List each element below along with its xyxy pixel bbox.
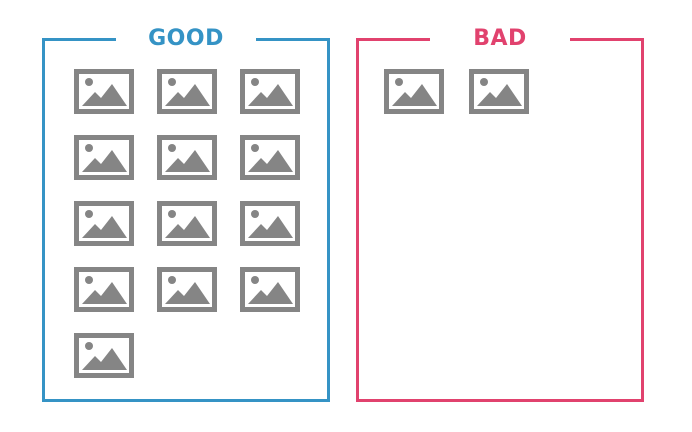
image-placeholder-icon (240, 69, 300, 114)
image-placeholder-icon (157, 201, 217, 246)
image-placeholder-icon (74, 135, 134, 180)
image-placeholder-icon (74, 201, 134, 246)
image-placeholder-icon (384, 69, 444, 114)
bad-panel: BAD (356, 24, 644, 402)
image-placeholder-icon (157, 267, 217, 312)
good-panel: GOOD (42, 24, 330, 402)
image-placeholder-icon (469, 69, 529, 114)
image-placeholder-icon (74, 267, 134, 312)
image-placeholder-icon (240, 135, 300, 180)
image-placeholder-icon (74, 333, 134, 378)
good-panel-title: GOOD (116, 24, 256, 54)
good-image-grid (74, 69, 300, 378)
bad-image-grid (384, 69, 529, 114)
image-placeholder-icon (157, 69, 217, 114)
image-placeholder-icon (240, 267, 300, 312)
image-placeholder-icon (157, 135, 217, 180)
image-placeholder-icon (240, 201, 300, 246)
image-placeholder-icon (74, 69, 134, 114)
bad-panel-title: BAD (430, 24, 570, 54)
